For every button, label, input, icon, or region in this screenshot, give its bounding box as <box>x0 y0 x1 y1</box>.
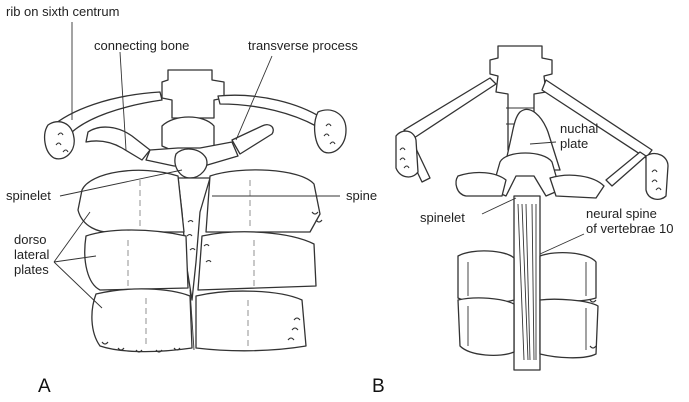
label-rib-on-sixth-centrum: rib on sixth centrum <box>6 4 119 19</box>
label-plate: plate <box>560 136 588 151</box>
label-connecting-bone: connecting bone <box>94 38 189 53</box>
label-nuchal: nuchal <box>560 121 598 136</box>
label-plates: plates <box>14 262 49 277</box>
label-spine: spine <box>346 188 377 203</box>
label-of-vertebrae-10: of vertebrae 10 <box>586 221 673 236</box>
panel-label-a: A <box>38 376 51 397</box>
label-lateral: lateral <box>14 247 50 262</box>
label-neural-spine: neural spine <box>586 206 657 221</box>
panel-label-b: B <box>372 376 385 397</box>
label-dorso: dorso <box>14 232 47 247</box>
label-spinelet-a: spinelet <box>6 188 51 203</box>
label-transverse-process: transverse process <box>248 38 358 53</box>
label-spinelet-b: spinelet <box>420 210 465 225</box>
panel-a-drawing <box>45 70 346 352</box>
